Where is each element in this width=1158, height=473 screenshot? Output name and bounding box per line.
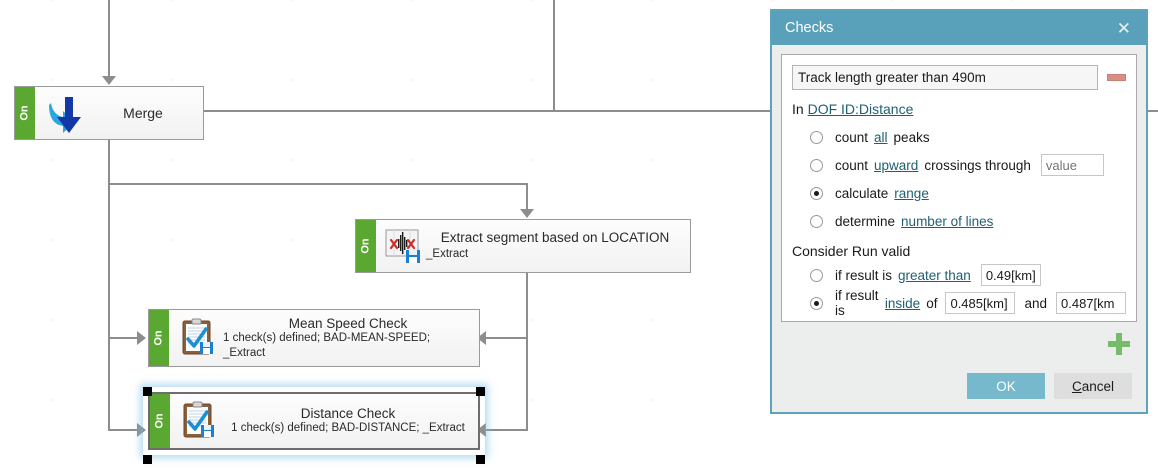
- arrow-into-distance: [137, 423, 146, 437]
- option-1-prefix: count: [835, 157, 869, 173]
- in-signal-row: In DOF ID:Distance: [792, 101, 1126, 117]
- node-distance-title: Distance Check: [300, 406, 396, 421]
- greater-than-value-input[interactable]: [980, 264, 1041, 286]
- cancel-rest: ancel: [1081, 378, 1115, 394]
- connector-to-distance: [108, 429, 140, 431]
- connector-top-to-merge: [108, 0, 110, 78]
- check-name-input[interactable]: [792, 65, 1098, 90]
- measurement-options: count all peaks count upward crossings t…: [792, 123, 1126, 235]
- node-mean-speed-subtitle-line1: 1 check(s) defined; BAD-MEAN-SPEED;: [223, 331, 431, 344]
- selection-handle-top-left[interactable]: [143, 387, 152, 396]
- radio-greater-than[interactable]: [810, 268, 823, 282]
- connector-vertical-right-top: [553, 0, 555, 110]
- node-mean-speed-subtitle-line2: _Extract: [223, 346, 266, 359]
- validity-1-mid: and: [1024, 295, 1047, 311]
- inside-upper-value-input[interactable]: [1056, 292, 1126, 314]
- option-0-prefix: count: [835, 129, 869, 145]
- selection-handle-top-right[interactable]: [476, 387, 485, 396]
- clipboard-check-icon: [175, 317, 223, 359]
- option-count-all-peaks[interactable]: count all peaks: [792, 123, 1126, 151]
- option-2-link[interactable]: range: [894, 185, 929, 201]
- checks-dialog[interactable]: Checks ✕ In DOF ID:Distance count all pe…: [770, 9, 1148, 414]
- node-merge-state-bar[interactable]: On: [15, 87, 35, 139]
- validity-heading: Consider Run valid: [792, 243, 911, 259]
- connector-horizontal-merge-right: [204, 110, 1158, 112]
- node-merge-state-label: On: [19, 105, 31, 121]
- node-mean-speed-check[interactable]: On: [148, 309, 480, 367]
- crossing-value-input[interactable]: [1040, 154, 1104, 176]
- selection-handle-bottom-right[interactable]: [476, 455, 485, 464]
- option-0-link[interactable]: all: [874, 129, 888, 145]
- validity-options: if result is greater than if result is i…: [792, 261, 1126, 318]
- check-name-row: [792, 65, 1126, 90]
- connector-into-distance-right: [486, 429, 528, 431]
- option-determine-number-of-lines[interactable]: determine number of lines: [792, 207, 1126, 235]
- node-distance-check[interactable]: On: [148, 392, 480, 450]
- dialog-title-bar: Checks ✕: [772, 11, 1146, 45]
- connector-merge-down: [108, 140, 110, 185]
- node-extract-subtitle: _Extract: [426, 248, 469, 260]
- arrow-into-distance-right: [477, 423, 486, 437]
- connector-to-mean-speed: [108, 337, 140, 339]
- option-3-link[interactable]: number of lines: [901, 213, 994, 229]
- option-count-upward-crossings[interactable]: count upward crossings through: [792, 151, 1126, 179]
- inside-lower-value-input[interactable]: [945, 292, 1016, 314]
- node-extract-title: Extract segment based on LOCATION: [440, 230, 670, 245]
- option-calculate-range[interactable]: calculate range: [792, 179, 1126, 207]
- option-0-suffix: peaks: [893, 129, 930, 145]
- node-extract-state-label: On: [360, 238, 372, 254]
- radio-determine-number-of-lines[interactable]: [810, 214, 823, 228]
- validity-1-suffix: of: [926, 295, 938, 311]
- node-distance-subtitle: 1 check(s) defined; BAD-DISTANCE; _Extra…: [231, 422, 465, 434]
- dof-id-link[interactable]: DOF ID:Distance: [807, 101, 914, 117]
- node-merge-title: Merge: [123, 105, 163, 121]
- arrow-into-extract: [520, 209, 534, 218]
- option-2-prefix: calculate: [835, 185, 889, 201]
- radio-count-all-peaks[interactable]: [810, 130, 823, 144]
- remove-check-button[interactable]: [1107, 74, 1126, 81]
- ok-button[interactable]: OK: [967, 373, 1045, 399]
- selection-handle-bottom-left[interactable]: [143, 455, 152, 464]
- node-distance-state-label: On: [154, 413, 166, 429]
- radio-calculate-range[interactable]: [810, 186, 823, 200]
- check-definition-panel: In DOF ID:Distance count all peaks count…: [781, 54, 1137, 322]
- greater-than-link[interactable]: greater than: [898, 267, 971, 283]
- node-merge[interactable]: On Merge: [14, 86, 204, 140]
- node-distance-state-bar[interactable]: On: [150, 394, 170, 448]
- option-1-link[interactable]: upward: [874, 157, 919, 173]
- connector-to-extract: [526, 183, 528, 211]
- radio-count-upward-crossings[interactable]: [810, 158, 823, 172]
- connector-extract-down: [526, 273, 528, 431]
- node-extract-state-bar[interactable]: On: [356, 220, 376, 272]
- inside-link[interactable]: inside: [884, 295, 921, 311]
- node-extract[interactable]: On: [355, 219, 691, 273]
- option-3-prefix: determine: [835, 213, 896, 229]
- in-label: In: [792, 101, 804, 117]
- connector-merge-branch: [108, 183, 528, 185]
- waveform-extract-icon: [382, 226, 426, 266]
- validity-inside-row[interactable]: if result is inside of and: [792, 288, 1126, 318]
- option-1-suffix: crossings through: [924, 157, 1031, 173]
- validity-1-prefix: if result is: [835, 288, 879, 318]
- node-mean-speed-state-label: On: [153, 330, 165, 346]
- add-check-button[interactable]: [1108, 333, 1130, 355]
- node-mean-speed-state-bar[interactable]: On: [149, 310, 169, 366]
- arrow-into-mean-speed: [137, 331, 146, 345]
- clipboard-check-icon: [176, 400, 224, 442]
- blue-down-arrow-icon: [41, 91, 89, 135]
- validity-greater-than-row[interactable]: if result is greater than: [792, 261, 1126, 289]
- close-icon[interactable]: ✕: [1116, 18, 1131, 38]
- dialog-title: Checks: [785, 20, 834, 36]
- radio-inside[interactable]: [810, 296, 823, 310]
- connector-into-mean-right: [486, 337, 528, 339]
- connector-left-spine: [108, 183, 110, 431]
- arrow-into-mean-right: [477, 331, 486, 345]
- node-mean-speed-title: Mean Speed Check: [288, 315, 408, 331]
- validity-0-prefix: if result is: [835, 267, 893, 283]
- cancel-accel: C: [1071, 378, 1082, 394]
- arrow-into-merge: [102, 76, 116, 85]
